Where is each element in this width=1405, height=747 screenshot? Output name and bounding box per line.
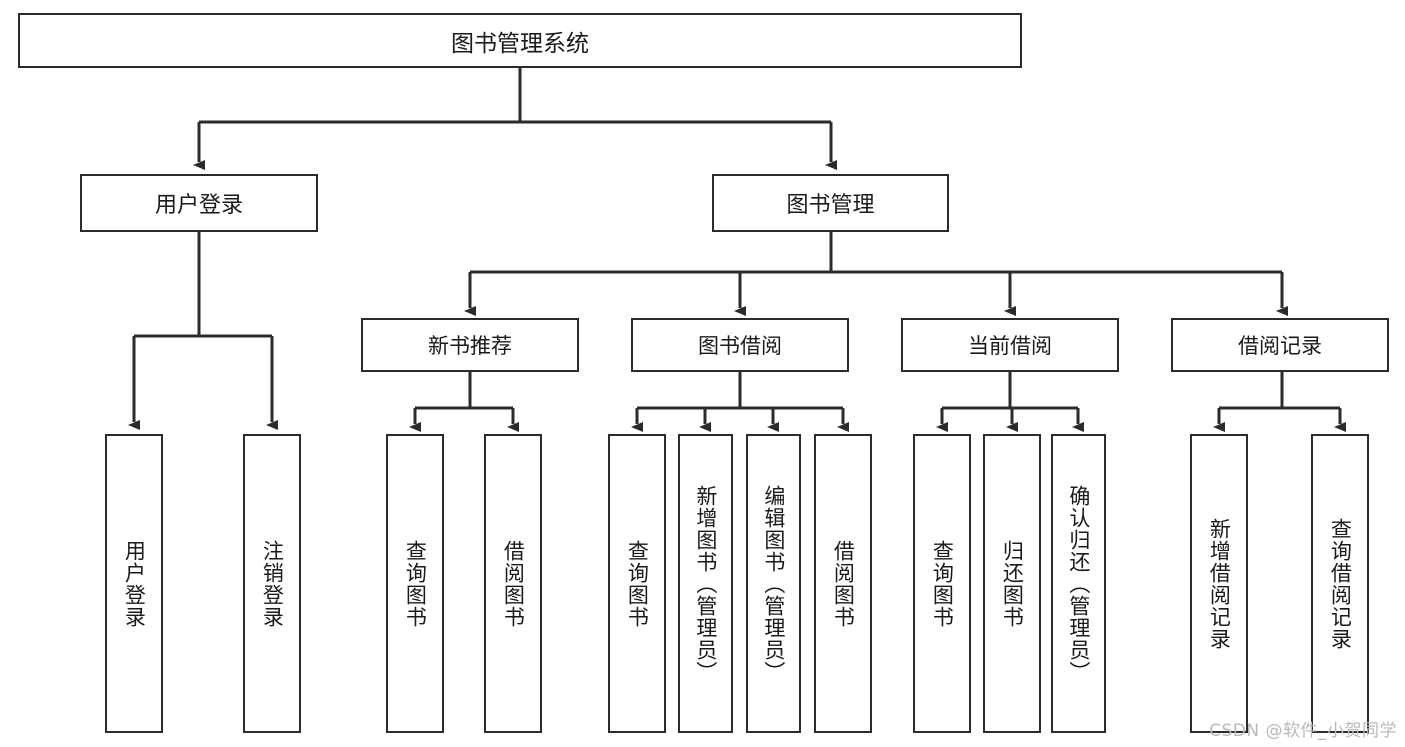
leaf-label: 查询借阅记录 bbox=[1328, 517, 1353, 650]
leaf-borrow-book-new[interactable]: 借阅图书 bbox=[484, 434, 542, 733]
leaf-confirm-return-admin[interactable]: 确认归还（管理员） bbox=[1051, 434, 1106, 733]
leaf-return-book[interactable]: 归还图书 bbox=[983, 434, 1041, 733]
node-book-management[interactable]: 图书管理 bbox=[712, 174, 949, 232]
node-book-management-label: 图书管理 bbox=[786, 193, 875, 218]
node-current-borrow-label: 当前借阅 bbox=[968, 334, 1052, 358]
node-user-login-label: 用户登录 bbox=[154, 193, 243, 218]
leaf-query-book-current[interactable]: 查询图书 bbox=[913, 434, 971, 733]
node-user-login[interactable]: 用户登录 bbox=[80, 174, 318, 232]
leaf-label: 查询图书 bbox=[625, 539, 650, 628]
leaf-label: 查询图书 bbox=[403, 539, 428, 628]
leaf-edit-book-admin[interactable]: 编辑图书（管理员） bbox=[746, 434, 801, 733]
leaf-user-login[interactable]: 用户登录 bbox=[105, 434, 163, 733]
leaf-label: 新增图书（管理员） bbox=[693, 484, 718, 683]
leaf-query-borrow-record[interactable]: 查询借阅记录 bbox=[1311, 434, 1369, 733]
node-current-borrow[interactable]: 当前借阅 bbox=[901, 318, 1119, 372]
leaf-label: 借阅图书 bbox=[831, 539, 856, 628]
leaf-label: 确认归还（管理员） bbox=[1066, 484, 1091, 683]
node-book-borrow-label: 图书借阅 bbox=[698, 334, 782, 358]
leaf-label: 新增借阅记录 bbox=[1207, 517, 1232, 650]
leaf-label: 查询图书 bbox=[930, 539, 955, 628]
node-book-borrow[interactable]: 图书借阅 bbox=[631, 318, 849, 372]
leaf-add-borrow-record[interactable]: 新增借阅记录 bbox=[1190, 434, 1248, 733]
node-borrow-records-label: 借阅记录 bbox=[1238, 334, 1322, 358]
node-root-label: 图书管理系统 bbox=[451, 30, 589, 57]
leaf-label: 用户登录 bbox=[122, 539, 147, 628]
node-root[interactable]: 图书管理系统 bbox=[18, 13, 1022, 68]
leaf-user-logout[interactable]: 注销登录 bbox=[243, 434, 301, 733]
leaf-label: 注销登录 bbox=[260, 539, 285, 628]
leaf-label: 归还图书 bbox=[1000, 539, 1025, 628]
leaf-add-book-admin[interactable]: 新增图书（管理员） bbox=[678, 434, 733, 733]
node-borrow-records[interactable]: 借阅记录 bbox=[1171, 318, 1389, 372]
node-new-book-recommend-label: 新书推荐 bbox=[428, 334, 512, 358]
leaf-label: 编辑图书（管理员） bbox=[761, 484, 786, 683]
node-new-book-recommend[interactable]: 新书推荐 bbox=[361, 318, 579, 372]
leaf-borrow-book[interactable]: 借阅图书 bbox=[814, 434, 872, 733]
leaf-query-book[interactable]: 查询图书 bbox=[608, 434, 666, 733]
leaf-query-book-new[interactable]: 查询图书 bbox=[386, 434, 444, 733]
watermark: CSDN @软件_小贺同学 bbox=[1209, 721, 1397, 741]
leaf-label: 借阅图书 bbox=[501, 539, 526, 628]
